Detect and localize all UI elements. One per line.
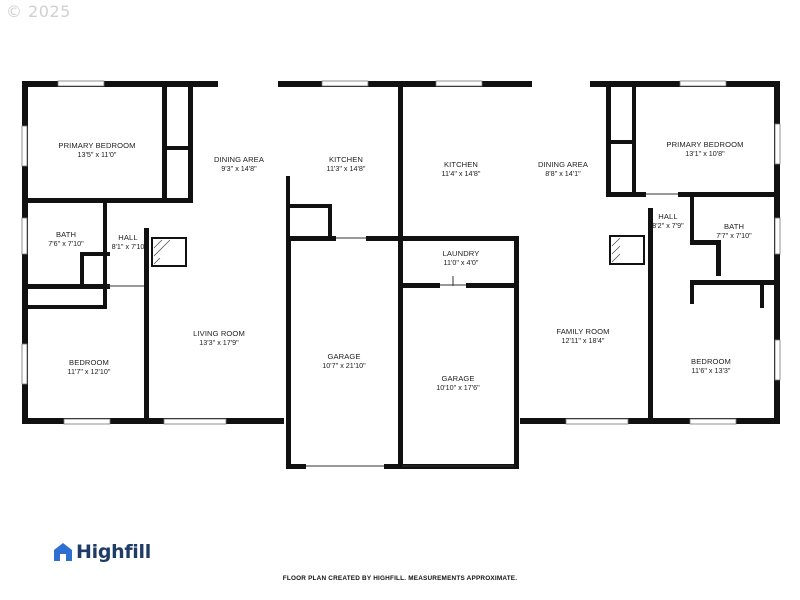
- door-marks: [107, 193, 678, 467]
- room-name: KITCHEN: [443, 160, 479, 169]
- room-name: GARAGE: [327, 352, 361, 361]
- room-hall-left: HALL 8'1" x 7'10: [112, 233, 145, 251]
- room-name: PRIMARY BEDROOM: [58, 141, 136, 150]
- room-name: HALL: [118, 233, 138, 242]
- room-name: DINING AREA: [213, 155, 265, 164]
- room-garage-right: GARAGE 10'10" x 17'6": [436, 374, 479, 392]
- room-name: PRIMARY BEDROOM: [666, 140, 744, 149]
- brand-logo: Highfill: [52, 540, 151, 564]
- footer-disclaimer: FLOOR PLAN CREATED BY HIGHFILL. MEASUREM…: [282, 575, 518, 582]
- room-primary-bedroom-left: PRIMARY BEDROOM 13'5" x 11'0": [58, 141, 135, 159]
- room-dimensions: 7'7" x 7'10": [716, 231, 752, 240]
- room-bath-right: BATH 7'7" x 7'10": [716, 222, 751, 240]
- windows: [21, 80, 781, 425]
- room-laundry: LAUNDRY 11'0" x 4'0": [443, 249, 480, 267]
- room-dimensions: 11'7" x 12'10": [67, 367, 111, 376]
- room-name: BATH: [723, 222, 745, 231]
- room-name: LAUNDRY: [442, 249, 480, 258]
- room-living-room: LIVING ROOM 13'3" x 17'9": [193, 329, 245, 347]
- room-name: DINING AREA: [537, 160, 589, 169]
- room-dimensions: 10'10" x 17'6": [436, 383, 480, 392]
- room-name: BATH: [55, 230, 77, 239]
- room-dimensions: 13'1" x 10'8": [685, 149, 725, 158]
- room-bedroom-right: BEDROOM 11'6" x 13'3": [691, 357, 731, 375]
- room-name: BEDROOM: [69, 358, 109, 367]
- fireplaces: [151, 235, 645, 267]
- room-dimensions: 11'0" x 4'0": [443, 258, 479, 267]
- room-name: BEDROOM: [691, 357, 731, 366]
- brand-name: Highfill: [76, 541, 151, 563]
- room-name: LIVING ROOM: [193, 329, 245, 338]
- room-dimensions: 7'6" x 7'10": [48, 239, 84, 248]
- room-primary-bedroom-right: PRIMARY BEDROOM 13'1" x 10'8": [666, 140, 743, 158]
- room-dimensions: 11'4" x 14'8": [441, 169, 481, 178]
- room-dimensions: 11'6" x 13'3": [691, 366, 731, 375]
- house-logo-icon: [54, 543, 72, 561]
- room-family-room: FAMILY ROOM 12'11" x 18'4": [556, 327, 609, 345]
- room-dimensions: 8'2" x 7'9": [652, 221, 684, 230]
- room-dimensions: 12'11" x 18'4": [561, 336, 605, 345]
- room-name: HALL: [658, 212, 678, 221]
- copyright-watermark: © 2025: [6, 2, 71, 21]
- room-dimensions: 9'3" x 14'8": [221, 164, 257, 173]
- room-bath-left: BATH 7'6" x 7'10": [48, 230, 83, 248]
- room-dining-area-left: DINING AREA 9'3" x 14'8": [214, 155, 264, 173]
- room-dimensions: 13'5" x 11'0": [77, 150, 117, 159]
- room-hall-right: HALL 8'2" x 7'9": [652, 212, 683, 230]
- room-name: KITCHEN: [328, 155, 364, 164]
- room-name: GARAGE: [441, 374, 475, 383]
- room-garage-left: GARAGE 10'7" x 21'10": [322, 352, 365, 370]
- room-dining-area-right: DINING AREA 8'8" x 14'1": [538, 160, 588, 178]
- room-dimensions: 10'7" x 21'10": [322, 361, 366, 370]
- room-bedroom-left: BEDROOM 11'7" x 12'10": [68, 358, 111, 376]
- room-dimensions: 11'3" x 14'8": [326, 164, 366, 173]
- room-name: FAMILY ROOM: [556, 327, 610, 336]
- room-dimensions: 13'3" x 17'9": [199, 338, 239, 347]
- room-kitchen-left: KITCHEN 11'3" x 14'8": [327, 155, 366, 173]
- room-dimensions: 8'1" x 7'10: [111, 242, 145, 251]
- room-dimensions: 8'8" x 14'1": [545, 169, 581, 178]
- room-kitchen-right: KITCHEN 11'4" x 14'8": [442, 160, 481, 178]
